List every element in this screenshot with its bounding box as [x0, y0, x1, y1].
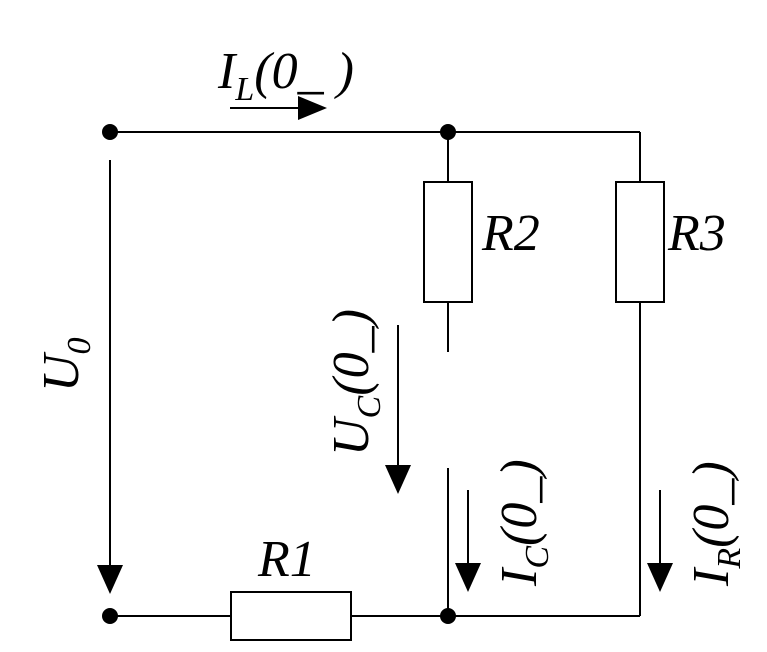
nodes [102, 124, 456, 624]
resistor-r2 [423, 181, 473, 303]
junction-bottom [440, 608, 456, 624]
resistor-r3 [615, 181, 665, 303]
r2-label: R2 [481, 205, 540, 262]
wires [110, 131, 641, 617]
uc-sub: C [351, 395, 388, 418]
resistor-r1 [230, 591, 352, 641]
ir-rest: (0_) [683, 461, 740, 548]
resistor-current-label: IR(0_) [683, 461, 748, 587]
u0-main: U [33, 351, 90, 392]
ic-main: I [491, 566, 548, 587]
terminal-top-left [102, 124, 118, 140]
uc-arrow-head [385, 465, 411, 494]
r3-label: R3 [667, 205, 726, 262]
terminal-bottom-left [102, 608, 118, 624]
r1-label: R1 [257, 531, 316, 588]
uc-main: U [323, 415, 380, 456]
junction-top [440, 124, 456, 140]
ic-rest: (0_) [491, 459, 548, 546]
ic-arrow-head [455, 563, 481, 592]
il-rest: (0_ ) [254, 43, 354, 100]
il-arrow-head [298, 96, 327, 120]
ir-sub: R [711, 548, 748, 570]
ir-arrow-head [647, 563, 673, 592]
inductor-current-label: IL(0_ ) [217, 43, 354, 108]
capacitor-current-label: IC(0_) [491, 459, 556, 587]
source-voltage-label: U0 [33, 337, 98, 392]
arrows [97, 96, 673, 594]
il-sub: L [234, 71, 254, 108]
u0-sub: 0 [61, 337, 98, 354]
u0-arrow-head [97, 565, 123, 594]
ic-sub: C [519, 546, 556, 569]
ir-main: I [683, 566, 740, 587]
uc-rest: (0_) [323, 309, 380, 396]
il-main: I [217, 43, 238, 100]
capacitor-voltage-label: UC(0_) [323, 309, 388, 456]
